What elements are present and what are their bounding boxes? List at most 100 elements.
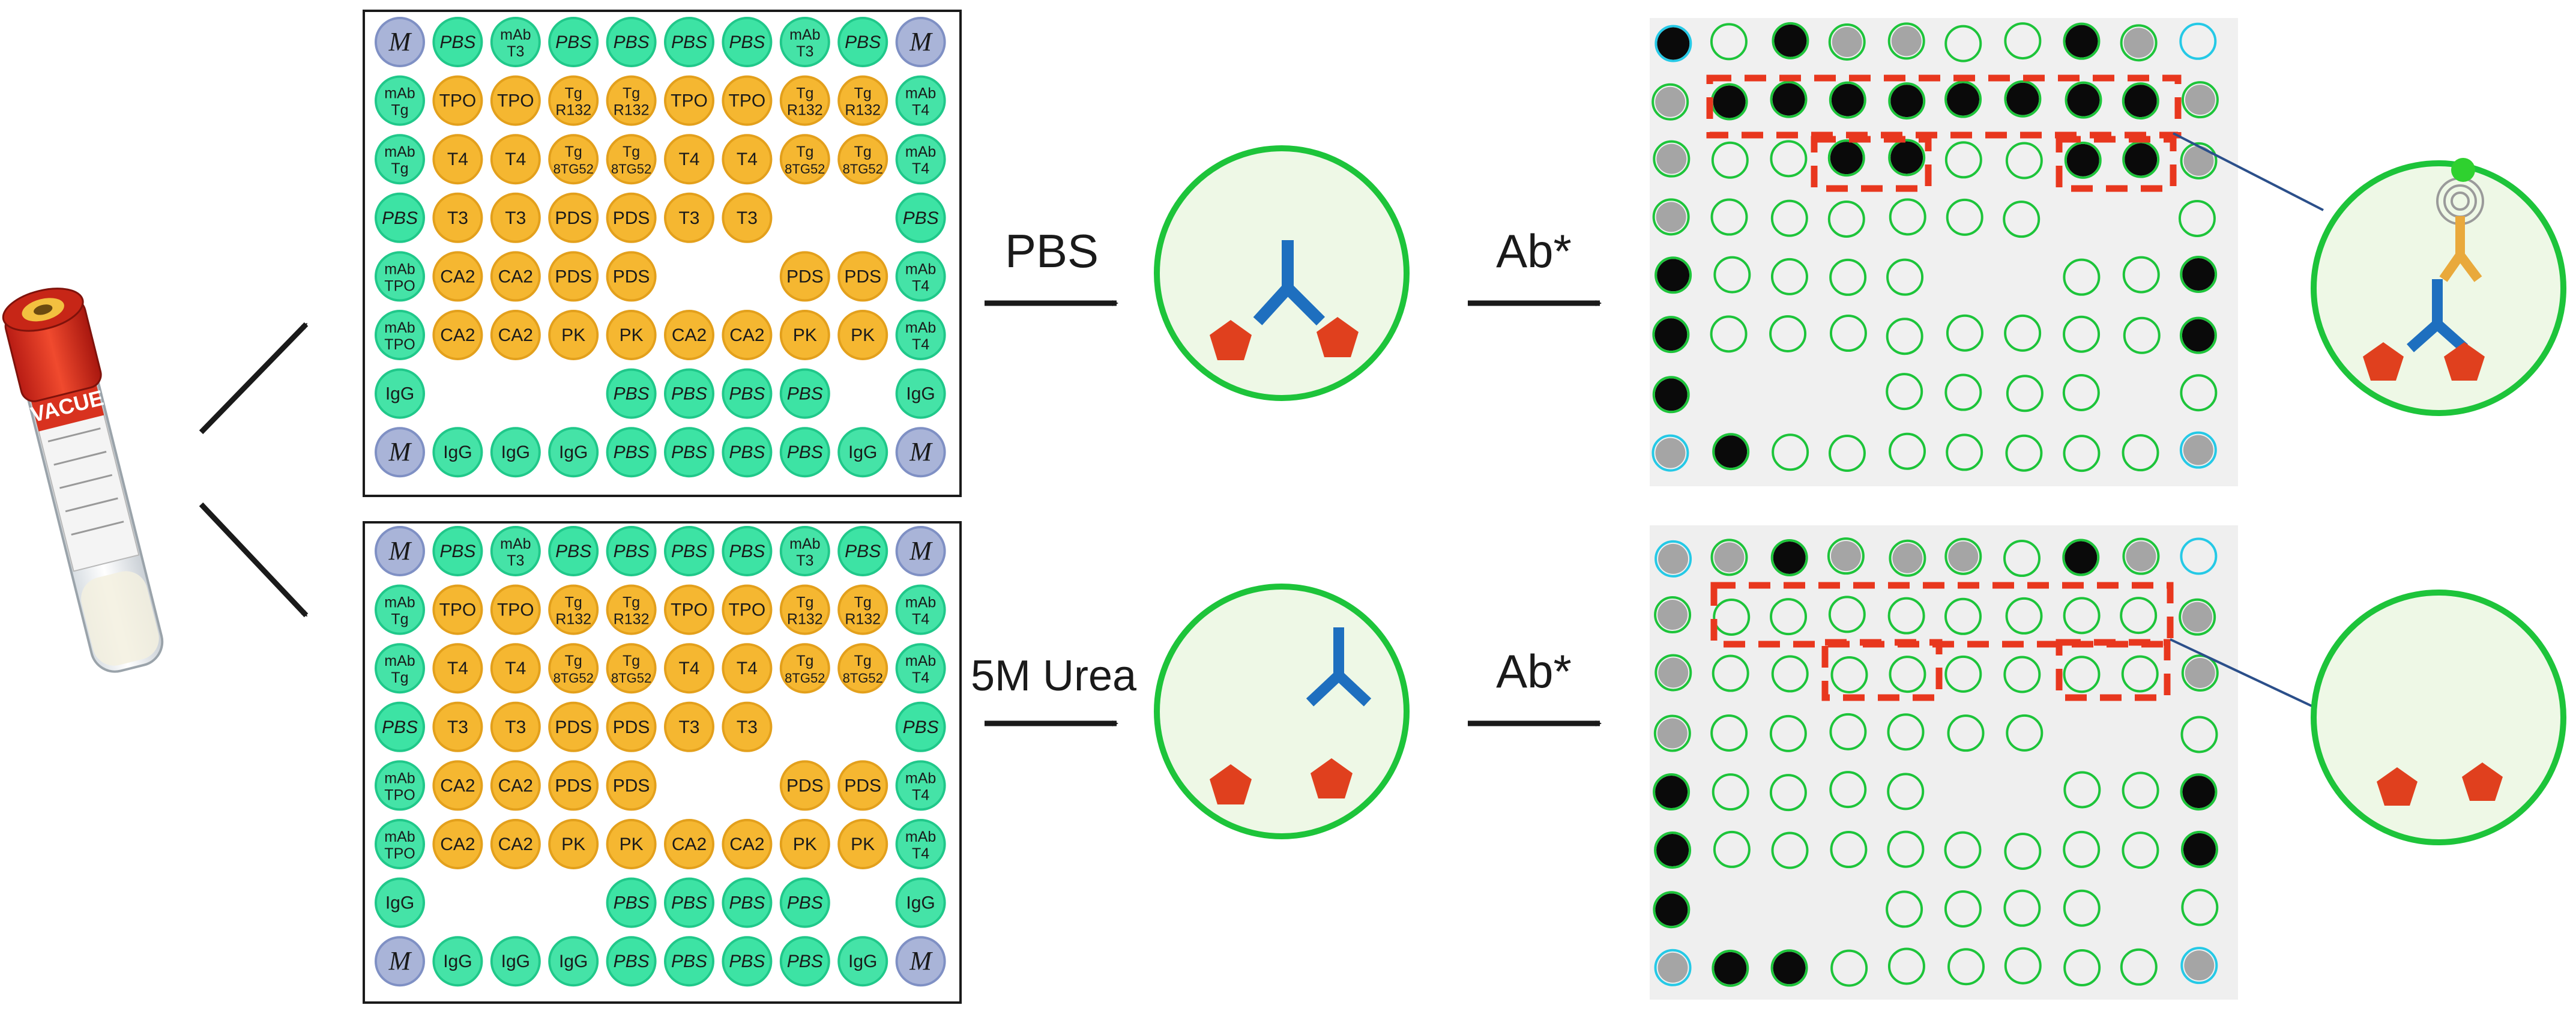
- antigen-pentagon-icon: [2377, 767, 2418, 806]
- spot-label: IgG: [906, 893, 935, 913]
- spot-pbs: PBS: [375, 701, 425, 752]
- scan-spot: [2004, 832, 2042, 870]
- scan-spot: [1944, 655, 1982, 693]
- spot-pbs: PBS: [548, 526, 599, 576]
- spot-label: T3: [678, 208, 699, 228]
- spot-label: CA2: [729, 834, 764, 854]
- spot-label: T4: [737, 659, 758, 678]
- spot-pbs: PBS: [606, 17, 657, 67]
- spot-label: PBS: [614, 442, 650, 462]
- spot-label: TPO: [729, 91, 766, 111]
- spot-antigen: PK: [606, 310, 657, 360]
- scan-spot: [1944, 141, 1982, 179]
- inset-pbs-bound: [1154, 145, 1410, 401]
- spot-marker: M: [375, 936, 425, 987]
- spot-label: T4: [678, 659, 699, 678]
- spot-label: TPO: [439, 91, 477, 111]
- spot-antigen: PK: [548, 819, 599, 869]
- spot-label: PDS: [844, 776, 881, 795]
- spot-label: PBS: [671, 952, 707, 971]
- spot-label: M: [388, 437, 412, 466]
- scan-spot-strong: [1770, 80, 1808, 118]
- spot-pbs: PBS: [779, 368, 830, 419]
- spot-label: PBS: [614, 384, 650, 404]
- scan-spot: [1769, 714, 1807, 752]
- scan-spot-strong: [2180, 256, 2218, 294]
- scan-spot-weak: [1652, 198, 1690, 236]
- scan-spot-weak: [1653, 140, 1691, 178]
- spot-label: PBS: [671, 32, 707, 52]
- spot-label: IgG: [906, 384, 935, 404]
- spot-label: PBS: [614, 542, 650, 561]
- spot-antigen: CA2: [664, 819, 714, 869]
- spot-antigen: PK: [837, 310, 888, 360]
- spot-label: PBS: [729, 542, 765, 561]
- scan-spot: [1711, 141, 1749, 179]
- scan-spot: [1946, 198, 1983, 236]
- spot-marker: M: [895, 427, 946, 478]
- scan-spot: [1944, 831, 1982, 869]
- scan-spot: [1887, 947, 1925, 985]
- scan-spot: [1887, 773, 1925, 810]
- spot-label: T3: [737, 717, 758, 737]
- spot-label: PDS: [555, 717, 592, 737]
- inset-detection-bound: [2311, 158, 2566, 416]
- spot-pbs: PBS: [779, 877, 830, 928]
- spot-label: PBS: [439, 32, 475, 52]
- scan-spot: [1771, 831, 1809, 869]
- spot-label: PK: [620, 834, 644, 854]
- spot-label: IgG: [385, 384, 414, 404]
- spot-label: PBS: [729, 32, 765, 52]
- spot-pbs: PBS: [837, 526, 888, 576]
- scan-spot-strong: [1712, 433, 1750, 471]
- scan-spot-strong: [1944, 80, 1982, 118]
- spot-antigen: T3: [664, 701, 714, 752]
- spot-label: PBS: [382, 717, 418, 737]
- spot-label: IgG: [443, 952, 472, 971]
- spot-antigen: T4: [664, 134, 714, 185]
- scan-spot: [2003, 201, 2041, 238]
- ab-star-label-top: Ab*: [1496, 225, 1572, 277]
- spot-label: CA2: [672, 325, 707, 345]
- spot-label: PBS: [787, 952, 823, 971]
- spot-pbs: PBS: [895, 701, 946, 752]
- spot-label: T3: [737, 208, 758, 228]
- spot-label: PBS: [903, 717, 939, 737]
- scan-spot: [2181, 889, 2219, 926]
- spot-antigen: TPO: [664, 584, 714, 635]
- scan-spot: [2004, 22, 2042, 60]
- scan-image-top: [1650, 18, 2238, 486]
- spot-antigen: PDS: [548, 701, 599, 752]
- spot-label: PDS: [555, 776, 592, 795]
- scan-spot-strong: [2179, 316, 2217, 354]
- spot-label: PBS: [614, 952, 650, 971]
- scan-spot-strong: [1888, 139, 1926, 177]
- scan-spot: [1886, 318, 1923, 355]
- spot-label: T3: [447, 208, 468, 228]
- spot-antigen: T4: [490, 643, 541, 694]
- scan-spot-weak: [2179, 598, 2216, 636]
- spot-pbs: PBS: [606, 526, 657, 576]
- spot-label: CA2: [440, 834, 475, 854]
- scan-spot: [1769, 774, 1807, 812]
- scan-spot: [1887, 597, 1925, 635]
- spot-label: T4: [678, 149, 699, 169]
- spot-label: IgG: [501, 442, 530, 462]
- spot-antigen: PDS: [606, 192, 657, 243]
- scan-spot-weak: [1889, 539, 1926, 577]
